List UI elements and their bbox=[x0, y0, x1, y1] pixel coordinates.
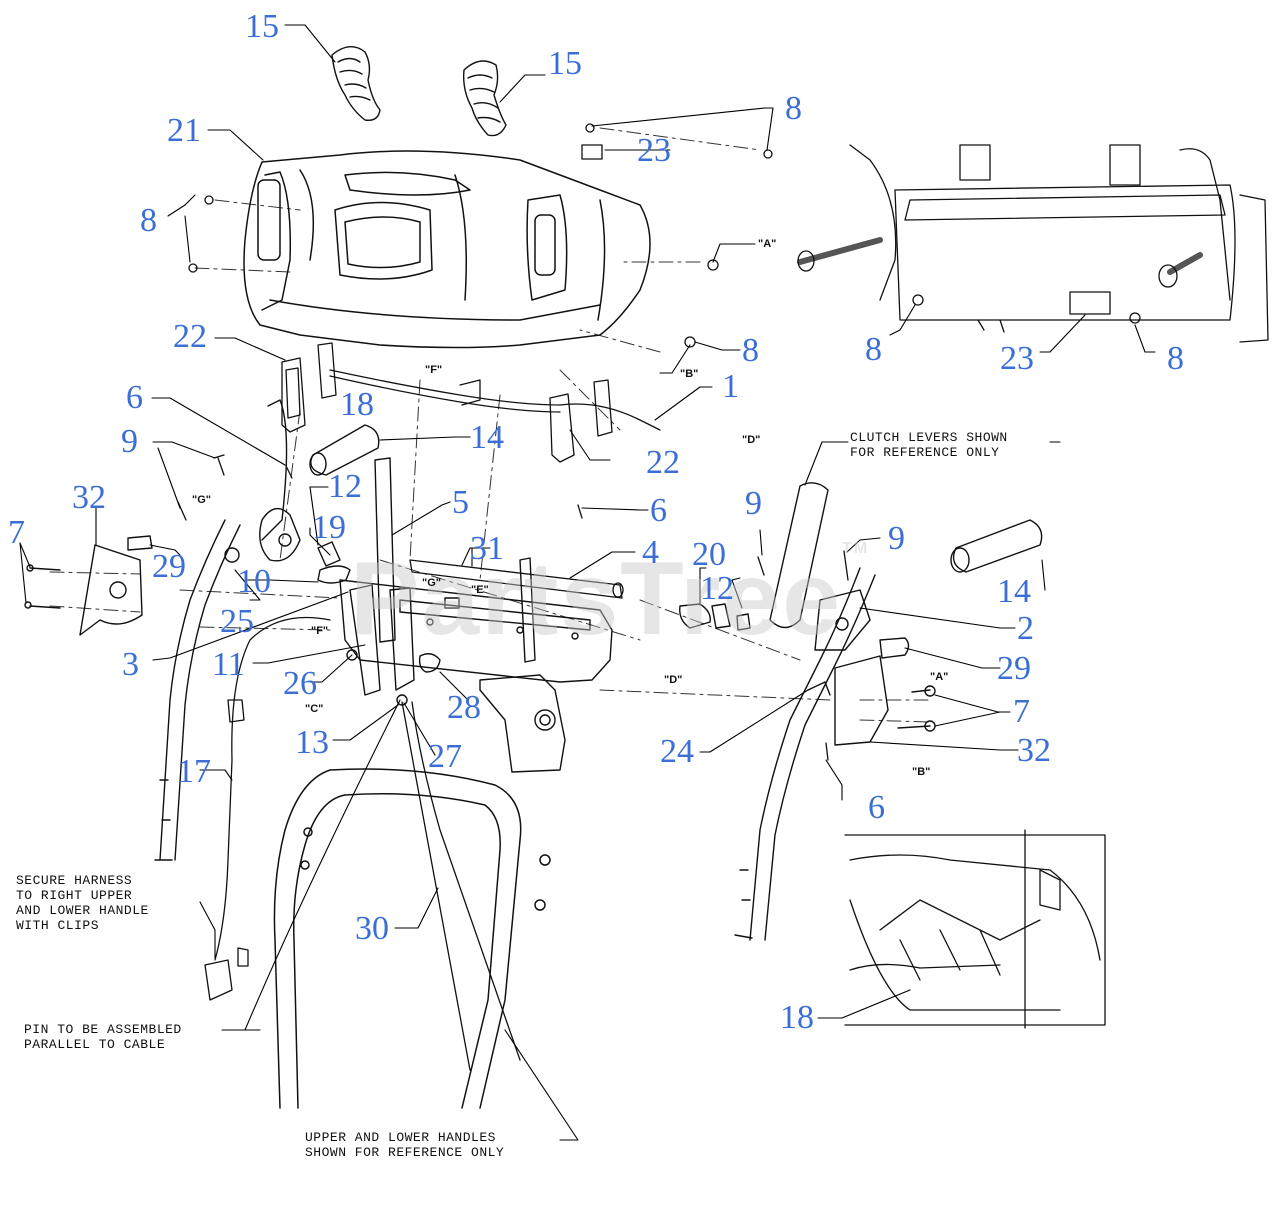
callout-15-left: 15 bbox=[245, 8, 279, 45]
callout-18-inset: 18 bbox=[780, 999, 814, 1036]
small-parts-top bbox=[188, 123, 773, 348]
inset-harness-view bbox=[844, 829, 1106, 1029]
ref-d-mid: "D" bbox=[664, 674, 683, 686]
callout-29-right: 29 bbox=[997, 650, 1031, 687]
callout-2: 2 bbox=[1017, 610, 1034, 647]
callout-19: 19 bbox=[312, 509, 346, 546]
callout-20: 20 bbox=[692, 536, 726, 573]
ref-c: "C" bbox=[305, 703, 324, 715]
callout-6-mid: 6 bbox=[650, 492, 667, 529]
callout-1: 1 bbox=[722, 368, 739, 405]
note-handles-reference: UPPER AND LOWER HANDLES SHOWN FOR REFERE… bbox=[305, 1130, 505, 1160]
grip-left bbox=[331, 46, 381, 121]
callout-17: 17 bbox=[177, 753, 211, 790]
ref-b-right: "B" bbox=[912, 766, 931, 778]
callout-30: 30 bbox=[355, 910, 389, 947]
callout-12-right: 12 bbox=[700, 570, 734, 607]
callout-8-top: 8 bbox=[785, 90, 802, 127]
callout-8-inset-right: 8 bbox=[1167, 340, 1184, 377]
callout-9-right: 9 bbox=[888, 520, 905, 557]
lever-rods bbox=[374, 457, 536, 663]
callout-29-left: 29 bbox=[152, 548, 186, 585]
callout-3: 3 bbox=[122, 646, 139, 683]
ref-g-left: "G" bbox=[192, 494, 211, 506]
ref-e: "E" bbox=[471, 584, 489, 596]
callout-8-inset-left: 8 bbox=[865, 331, 882, 368]
ref-g-mid: "G" bbox=[422, 577, 441, 589]
callout-14-left: 14 bbox=[470, 419, 504, 456]
lower-handles bbox=[273, 768, 551, 1109]
grip-tube-right bbox=[950, 519, 1043, 573]
callout-32-right: 32 bbox=[1017, 732, 1051, 769]
callout-26: 26 bbox=[283, 665, 317, 702]
left-cover-plate bbox=[24, 535, 153, 636]
callout-18-main: 18 bbox=[340, 386, 374, 423]
callout-23-top: 23 bbox=[637, 132, 671, 169]
wire-harness bbox=[329, 369, 661, 431]
harness-cable bbox=[204, 616, 331, 1001]
leader-lines bbox=[19, 24, 1156, 1141]
note-pin-parallel: PIN TO BE ASSEMBLED PARALLEL TO CABLE bbox=[24, 1022, 182, 1052]
callout-13: 13 bbox=[295, 724, 329, 761]
right-handle bbox=[679, 482, 936, 941]
grip-tube-left bbox=[309, 424, 380, 476]
switch-right bbox=[549, 379, 613, 463]
callout-22-left: 22 bbox=[173, 318, 207, 355]
ref-d-top: "D" bbox=[742, 434, 761, 446]
callout-4: 4 bbox=[642, 534, 659, 571]
ref-f-top: "F" bbox=[425, 364, 443, 376]
callout-5: 5 bbox=[452, 484, 469, 521]
note-clutch-levers: CLUTCH LEVERS SHOWN FOR REFERENCE ONLY bbox=[850, 430, 1008, 460]
callout-14-right: 14 bbox=[997, 573, 1031, 610]
callout-21: 21 bbox=[167, 112, 201, 149]
callout-27: 27 bbox=[428, 738, 462, 775]
callout-22-right: 22 bbox=[646, 444, 680, 481]
callout-8-right: 8 bbox=[742, 332, 759, 369]
callout-31: 31 bbox=[470, 530, 504, 567]
control-cable bbox=[401, 701, 521, 1071]
ref-a-top: "A" bbox=[758, 238, 777, 250]
ref-a-right: "A" bbox=[930, 671, 949, 683]
callout-7-left: 7 bbox=[8, 514, 25, 551]
callout-32-left: 32 bbox=[72, 479, 106, 516]
callout-8-left: 8 bbox=[140, 202, 157, 239]
callout-12-left: 12 bbox=[328, 468, 362, 505]
console-housing bbox=[243, 150, 651, 349]
callout-6-right: 6 bbox=[868, 789, 885, 826]
callout-15-right: 15 bbox=[548, 45, 582, 82]
callout-9-left: 9 bbox=[121, 423, 138, 460]
callout-23-inset: 23 bbox=[1000, 340, 1034, 377]
grip-right bbox=[462, 60, 507, 137]
callout-9-mid: 9 bbox=[745, 485, 762, 522]
callout-7-right: 7 bbox=[1013, 693, 1030, 730]
callout-6-top: 6 bbox=[126, 379, 143, 416]
switch-left bbox=[281, 342, 337, 433]
note-secure-harness: SECURE HARNESS TO RIGHT UPPER AND LOWER … bbox=[16, 873, 149, 933]
callout-24: 24 bbox=[660, 733, 694, 770]
ref-f-mid: "F" bbox=[311, 625, 329, 637]
callout-28: 28 bbox=[447, 689, 481, 726]
watermark: PartsTreeTM bbox=[350, 540, 870, 657]
callout-10: 10 bbox=[237, 563, 271, 600]
callout-25: 25 bbox=[220, 603, 254, 640]
ref-b-top: "B" bbox=[680, 368, 699, 380]
inset-console-view bbox=[797, 144, 1269, 343]
center-bracket bbox=[339, 579, 613, 696]
callout-11: 11 bbox=[212, 646, 245, 683]
crossbar bbox=[409, 559, 624, 599]
